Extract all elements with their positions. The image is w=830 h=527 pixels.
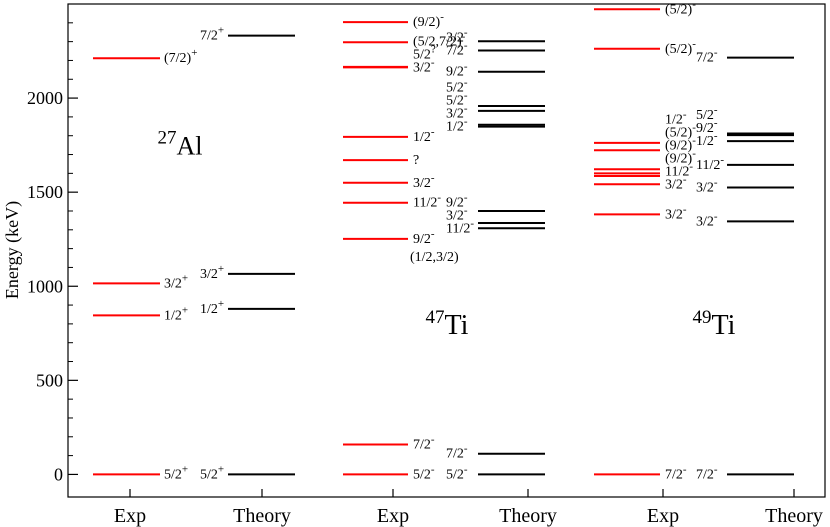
spin-parity-label: (5/2)- — [665, 38, 696, 57]
spin-parity-label: 1/2- — [665, 108, 687, 127]
spin-parity-label: (7/2)+ — [164, 47, 197, 66]
spin-parity-label: 1/2+ — [164, 304, 188, 323]
spin-parity-label: 5/2+ — [164, 463, 188, 482]
spin-parity-label: 11/2- — [413, 192, 441, 211]
spin-parity-label: 9/2- — [413, 228, 435, 247]
spin-parity-label: 5/2+ — [200, 463, 224, 482]
x-axis: Exp Theory Exp Theory Exp Theory — [114, 489, 823, 527]
nuclide-label: 49Ti — [693, 307, 736, 341]
spin-parity-label: 5/2- — [446, 90, 468, 109]
spin-parity-label: 5/2- — [696, 104, 718, 123]
spin-parity-label: 5/2- — [446, 463, 468, 482]
spin-parity-label: (5/2,7/2)- — [413, 30, 466, 49]
plot-frame — [67, 3, 826, 498]
x-category-label: Theory — [233, 505, 291, 527]
y-tick-label: 0 — [54, 464, 63, 484]
nuclide-label: 47Ti — [426, 307, 469, 341]
nuclide-label: 27Al — [158, 128, 203, 161]
spin-parity-label: 7/2- — [446, 39, 468, 58]
spin-parity-label: (1/2,3/2) — [410, 250, 459, 265]
spin-parity-label: 3/2+ — [200, 263, 224, 282]
spin-parity-label: 5/2- — [446, 77, 468, 96]
x-category-label: Exp — [114, 505, 146, 527]
spin-parity-label: 1/2- — [413, 126, 435, 145]
spin-parity-label: 7/2- — [665, 463, 687, 482]
spin-parity-label: 1/2- — [696, 130, 718, 149]
spin-parity-label: 11/2- — [696, 154, 724, 173]
x-category-label: Exp — [647, 505, 679, 527]
spin-parity-label: 7/2- — [696, 463, 718, 482]
spin-parity-label: 7/2- — [446, 443, 468, 462]
spin-parity-label: 1/2- — [446, 116, 468, 135]
y-axis-label: Energy (keV) — [2, 201, 23, 299]
spin-parity-label: 3/2- — [665, 203, 687, 222]
y-tick-label: 1000 — [27, 276, 63, 296]
spin-parity-label: 9/2- — [446, 61, 468, 80]
spin-parity-label: 3/2- — [446, 204, 468, 223]
y-tick-label: 500 — [36, 370, 63, 390]
nuclide-labels: 27Al 47Ti 49Ti — [158, 128, 736, 342]
spin-parity-label: 3/2- — [696, 176, 718, 195]
x-category-label: Theory — [765, 505, 823, 527]
spin-parity-label: ? — [413, 153, 419, 168]
x-category-label: Exp — [377, 505, 409, 527]
spin-parity-label: 9/2- — [696, 117, 718, 136]
y-tick-label: 2000 — [27, 88, 63, 108]
spin-parity-label: 11/2- — [446, 217, 474, 236]
spin-parity-label: 3/2- — [665, 173, 687, 192]
spin-parity-label: 3/2- — [446, 103, 468, 122]
spin-parity-label: 3/2- — [696, 210, 718, 229]
y-axis: 0 500 1000 1500 2000 — [27, 22, 78, 484]
spin-parity-label: (9/2)- — [665, 147, 696, 166]
spin-parity-label: 11/2- — [665, 160, 693, 179]
spin-parity-label: (5/2)- — [665, 121, 696, 140]
spin-parity-label: 5/2? — [413, 43, 436, 62]
spin-parity-label: 1/2+ — [200, 298, 224, 317]
spin-parity-label: (9/2)- — [413, 11, 444, 30]
spin-parity-label: 7/2- — [696, 47, 718, 66]
y-tick-label: 1500 — [27, 182, 63, 202]
spin-parity-label: 3/2+ — [164, 272, 188, 291]
x-category-label: Theory — [499, 505, 557, 527]
spin-parity-label: 3/2- — [413, 172, 435, 191]
spin-parity-label: 5/2- — [413, 463, 435, 482]
spin-parity-label: 9/2- — [446, 191, 468, 210]
spin-parity-label: 3/2- — [413, 56, 435, 75]
spin-parity-label: 7/2- — [413, 434, 435, 453]
levels-layer: 5/2+1/2+3/2+(7/2)+5/2+1/2+3/2+7/2+5/2-7/… — [93, 0, 794, 482]
spin-parity-label: 3/2- — [446, 26, 468, 45]
spin-parity-label: (5/2)- — [665, 0, 696, 17]
spin-parity-label: (9/2)- — [665, 134, 696, 153]
spin-parity-label: 7/2+ — [200, 25, 224, 44]
